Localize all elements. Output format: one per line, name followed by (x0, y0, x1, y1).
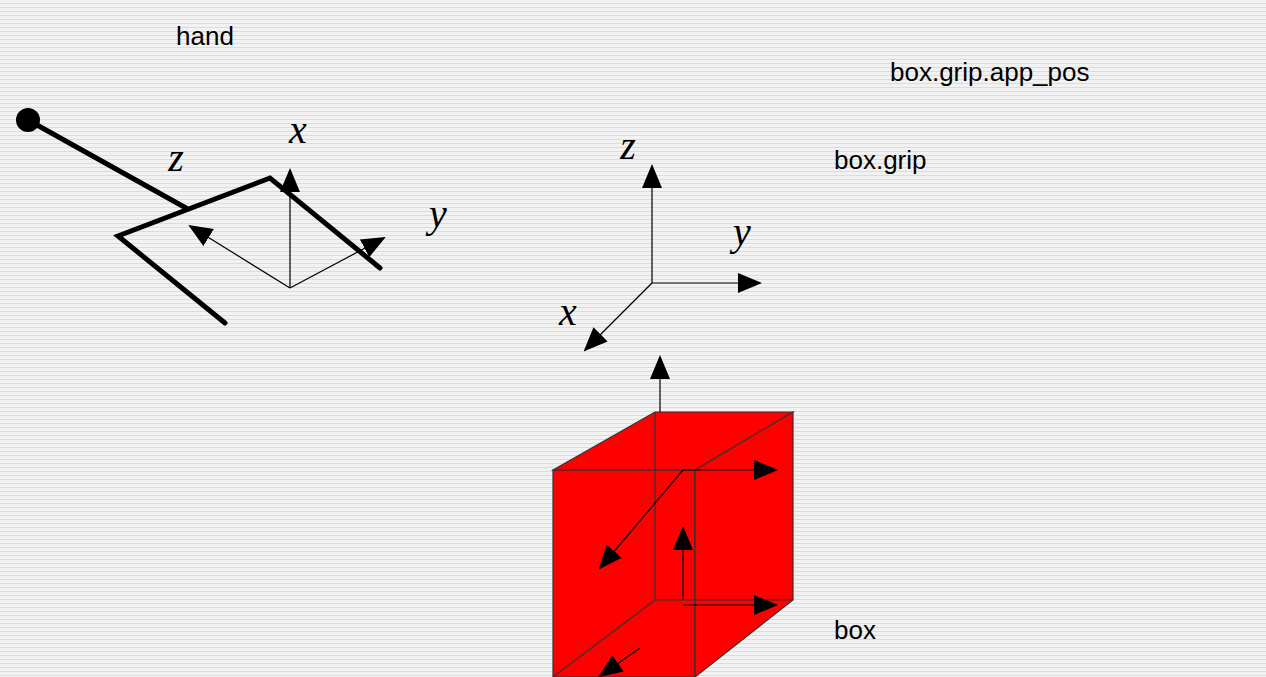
frame-name: box (834, 617, 876, 643)
frame-name: box.grip (834, 147, 927, 173)
axis-letter: z (168, 138, 184, 178)
axis-letter: x (559, 292, 577, 332)
frame-name: hand (176, 23, 234, 49)
box-grip-frame (600, 357, 776, 568)
axis-letter: y (733, 212, 751, 252)
red-box (553, 412, 793, 677)
axis-letter: y (429, 194, 447, 234)
frame-name: box.grip.app_pos (890, 59, 1089, 85)
axis-letter: z (620, 126, 636, 166)
box-frame (600, 528, 776, 676)
hand-frame (190, 170, 384, 288)
axis-letter: x (289, 110, 307, 150)
app-pos-frame (585, 166, 760, 350)
hand-wrist-dot (16, 108, 40, 132)
hand-gripper (28, 120, 380, 323)
